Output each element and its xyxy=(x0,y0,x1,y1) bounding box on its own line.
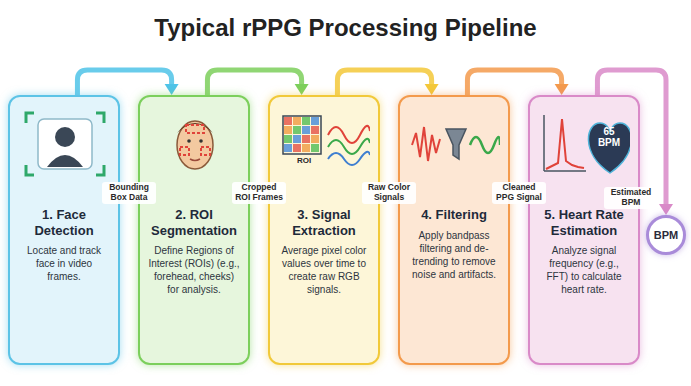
icon-part xyxy=(284,117,292,125)
flow-arrow xyxy=(207,70,308,95)
flow-arrow-line xyxy=(77,70,171,95)
heart-rate-readout: 65 BPM xyxy=(592,127,626,148)
step-description: Analyze signal frequency (e.g., FFT) to … xyxy=(538,244,630,296)
edge-label: Estimated BPM xyxy=(604,187,658,209)
icon-part xyxy=(588,123,630,173)
icon-part xyxy=(187,139,191,143)
process-box: 2. ROI SegmentationDefine Regions of Int… xyxy=(138,95,250,365)
diagram-title: Typical rPPG Processing Pipeline xyxy=(0,14,691,42)
icon-part xyxy=(311,126,319,134)
icon-part xyxy=(293,117,301,125)
icon-part xyxy=(190,159,200,161)
icon-part xyxy=(446,129,466,159)
icon-part xyxy=(47,155,83,167)
arrow-head xyxy=(659,204,673,215)
flow-arrow-line xyxy=(337,70,431,95)
step-description: Define Regions of Interest (ROIs) (e.g.,… xyxy=(148,244,240,296)
icon-caption: ROI xyxy=(282,157,326,165)
step-icon xyxy=(280,105,370,183)
icon-part xyxy=(302,144,310,152)
arrow-head xyxy=(295,84,309,95)
arrow-head xyxy=(555,84,569,95)
icon-part xyxy=(293,126,301,134)
output-circle: BPM xyxy=(646,215,686,255)
icon-part xyxy=(412,127,440,161)
flow-arrow xyxy=(337,70,438,95)
icon-part xyxy=(311,117,319,125)
icon-part xyxy=(199,139,203,143)
output-text: BPM xyxy=(654,229,678,241)
icon-part xyxy=(284,126,292,134)
step-title: 3. Signal Extraction xyxy=(278,207,370,238)
process-box: 3. Signal ExtractionAverage pixel color … xyxy=(268,95,380,365)
step-title: 5. Heart Rate Estimation xyxy=(538,207,630,238)
icon-part xyxy=(328,139,370,154)
step-title: 1. Face Detection xyxy=(18,207,110,238)
icon-part xyxy=(311,144,319,152)
icon-part xyxy=(546,119,584,169)
icon-part xyxy=(284,135,292,143)
icon-part xyxy=(177,123,213,133)
icon-part xyxy=(293,135,301,143)
process-box: 4. FilteringApply bandpass filtering and… xyxy=(398,95,510,365)
edge-label: Bounding Box Data xyxy=(102,182,156,204)
edge-label: Raw Color Signals xyxy=(362,182,416,204)
icon-part xyxy=(26,113,104,175)
step-description: Locate and track face in video frames. xyxy=(18,244,110,283)
icon-part xyxy=(293,144,301,152)
edge-label: Cleaned PPG Signal xyxy=(492,182,546,204)
icon-part xyxy=(180,147,189,155)
step-description: Average pixel color values over time to … xyxy=(278,244,370,296)
process-box: 1. Face DetectionLocate and track face i… xyxy=(8,95,120,365)
arrow-head xyxy=(165,84,179,95)
step-icon xyxy=(20,105,110,183)
step-icon xyxy=(410,105,500,183)
icon-part xyxy=(55,127,75,147)
arrow-head xyxy=(425,84,439,95)
icon-part xyxy=(328,152,370,165)
icon-part xyxy=(283,116,321,154)
icon-part xyxy=(284,144,292,152)
icon-part xyxy=(470,137,500,153)
process-box: 5. Heart Rate EstimationAnalyze signal f… xyxy=(528,95,640,365)
step-title: 4. Filtering xyxy=(408,207,500,223)
flow-arrow xyxy=(77,70,178,95)
icon-part xyxy=(302,135,310,143)
icon-part xyxy=(38,119,92,169)
step-icon xyxy=(150,105,240,183)
edge-label: Cropped ROI Frames xyxy=(232,182,286,204)
icon-part xyxy=(201,147,210,155)
icon-part xyxy=(186,125,204,133)
icon-part xyxy=(302,117,310,125)
icon-part xyxy=(544,115,586,171)
step-title: 2. ROI Segmentation xyxy=(148,207,240,238)
flow-arrow-line xyxy=(207,70,301,95)
flow-arrow-line xyxy=(467,70,561,95)
icon-part xyxy=(311,135,319,143)
icon-part xyxy=(302,126,310,134)
step-description: Apply bandpass filtering and de-trending… xyxy=(408,229,500,281)
icon-part xyxy=(177,121,213,169)
flow-arrow xyxy=(467,70,568,95)
